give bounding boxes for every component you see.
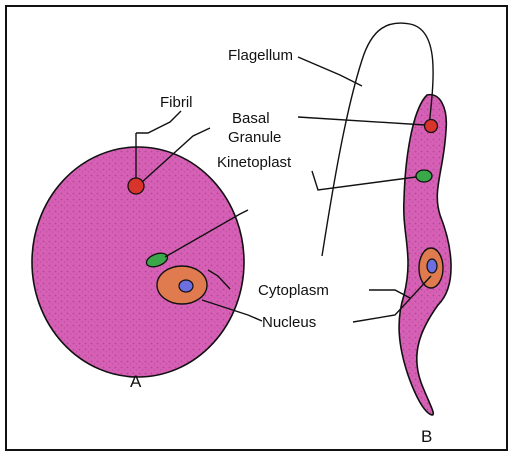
label-cytoplasm: Cytoplasm [258, 282, 329, 299]
label-cell-a: A [130, 372, 142, 391]
leader-flagellum [298, 57, 362, 86]
leader-fibril [136, 111, 181, 133]
label-basal-line2: Granule [228, 129, 281, 146]
cell-a-basal-granule [128, 178, 144, 194]
cell-a-nucleolus [179, 280, 193, 292]
cell-b-kinetoplast [416, 170, 432, 182]
label-cell-b: B [421, 427, 432, 446]
label-basal-line1: Basal [232, 110, 270, 127]
cell-b-basal-granule [425, 120, 438, 133]
label-flagellum: Flagellum [228, 47, 293, 64]
label-nucleus: Nucleus [262, 314, 316, 331]
leader-basal-granule-b [298, 117, 425, 125]
cell-b-nucleolus [427, 259, 437, 273]
leader-kinetoplast-b [312, 171, 416, 190]
label-fibril: Fibril [160, 94, 193, 111]
label-kinetoplast: Kinetoplast [217, 154, 292, 171]
